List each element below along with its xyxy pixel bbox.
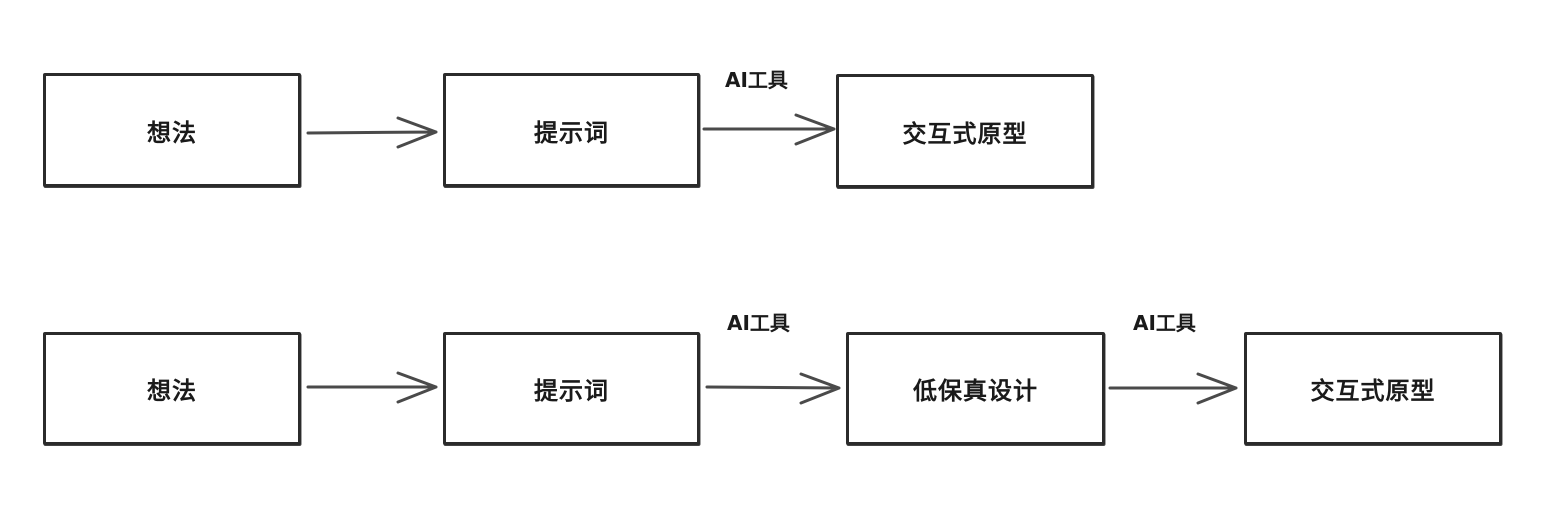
node-label: 低保真设计 [913,377,1038,405]
node-interactive-prototype: 交互式原型 [1244,332,1502,445]
edge-label-ai-tool: AI工具 [725,68,788,92]
node-label: 交互式原型 [1310,377,1436,405]
node-label: 交互式原型 [902,119,1028,148]
node-label: 想法 [147,118,197,147]
node-interactive-prototype: 交互式原型 [836,74,1094,188]
edge-label-ai-tool: AI工具 [727,311,790,335]
edge-label-ai-tool: AI工具 [1133,311,1196,335]
node-label: 提示词 [534,377,609,405]
flow-row-1: 想法 提示词 交互式原型 AI工具 [0,0,1560,250]
node-label: 想法 [147,377,197,405]
node-label: 提示词 [534,118,609,147]
node-prompt: 提示词 [443,332,700,445]
node-idea: 想法 [43,73,301,187]
flow-row-2: 想法 提示词 低保真设计 交互式原型 AI工具 AI工具 [0,250,1560,514]
node-idea: 想法 [43,332,301,445]
node-lofi-design: 低保真设计 [846,332,1105,445]
node-prompt: 提示词 [443,73,700,187]
